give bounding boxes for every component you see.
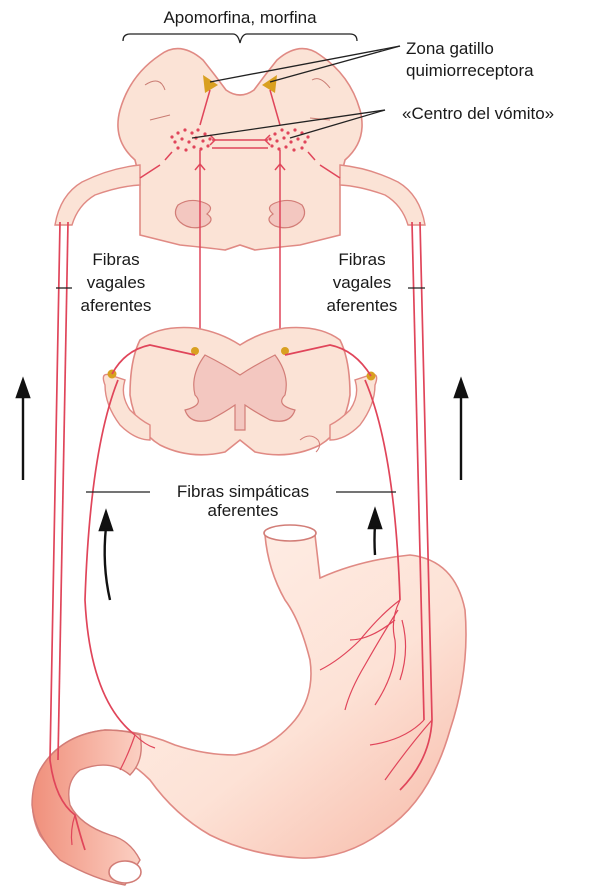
vagal-right-label-1: Fibras xyxy=(312,249,412,270)
trigger-zone-label-line2: quimiorreceptora xyxy=(406,60,534,81)
stomach xyxy=(33,530,467,870)
vagal-left-label-2: vagales xyxy=(66,272,166,293)
vagal-right-label-3: aferentes xyxy=(312,295,412,316)
drug-label: Apomorfina, morfina xyxy=(140,7,340,28)
vomit-center-label: «Centro del vómito» xyxy=(402,103,554,124)
sympathetic-label-1: Fibras simpáticas xyxy=(143,481,343,502)
vagal-left-label-3: aferentes xyxy=(66,295,166,316)
drug-bracket xyxy=(123,34,357,43)
vagal-right-label-2: vagales xyxy=(312,272,412,293)
medulla xyxy=(55,49,425,250)
duodenum-opening xyxy=(109,861,141,883)
sympathetic-label-2: aferentes xyxy=(143,500,343,521)
trigger-zone-label-line1: Zona gatillo xyxy=(406,38,494,59)
esophagus-opening xyxy=(264,525,316,541)
vagal-left-label-1: Fibras xyxy=(66,249,166,270)
